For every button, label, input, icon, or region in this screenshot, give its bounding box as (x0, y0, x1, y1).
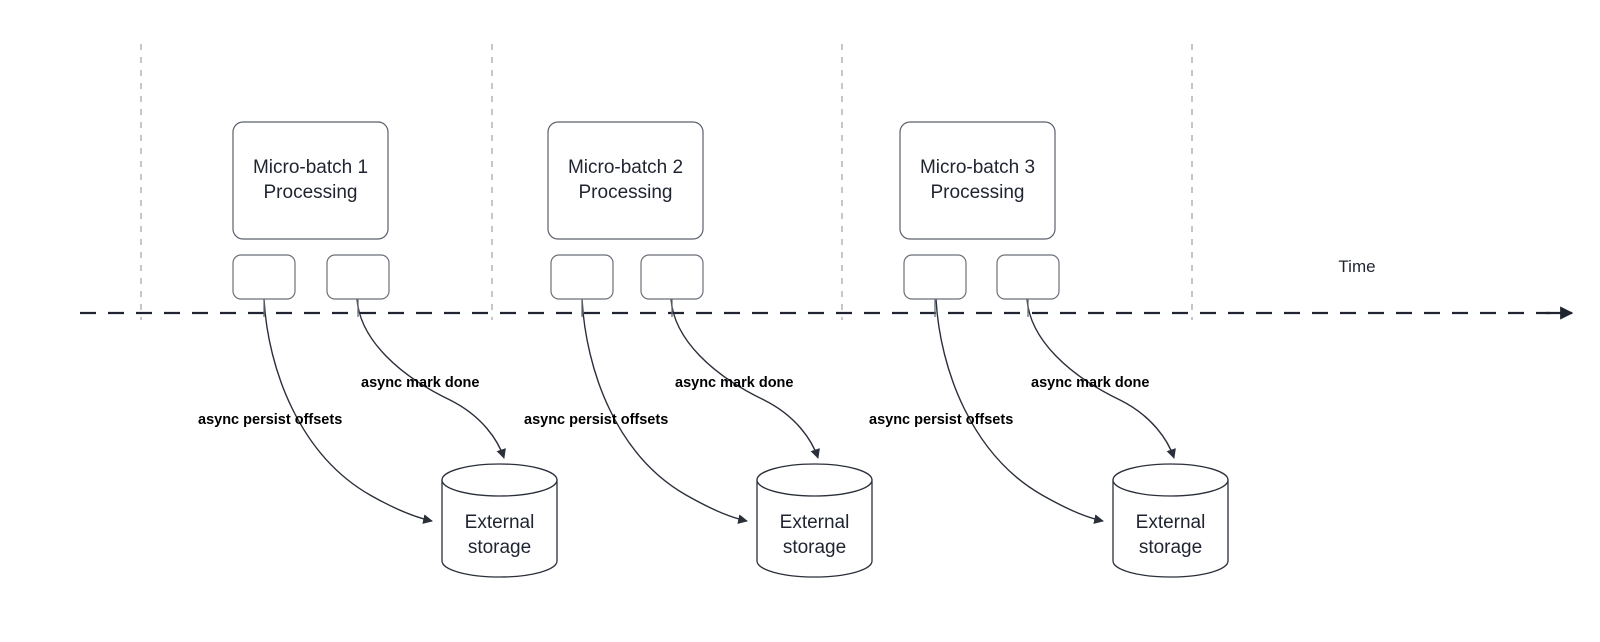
group-2-async-mark-done-label: async mark done (675, 375, 793, 391)
group-3-external-storage-cylinder-top (1112, 463, 1229, 497)
group-1-mini-box-left[interactable] (232, 254, 296, 300)
group-3-async-mark-done-label: async mark done (1031, 375, 1149, 391)
time-axis: Time (80, 257, 1574, 320)
group-2-mini-box-right[interactable] (640, 254, 704, 300)
group-3-external-storage-line2: storage (1139, 537, 1202, 558)
group-1-processing-box-line2: Processing (264, 182, 358, 203)
group-1-async-persist-offsets-arrow (263, 298, 433, 524)
group-1-external-storage-line1: External (465, 512, 535, 533)
group-1-processing-box-line1: Micro-batch 1 (253, 157, 368, 178)
group-1-external-storage-cylinder-top (441, 463, 558, 497)
group-3-external-storage-line1: External (1136, 512, 1206, 533)
group-2-processing-box[interactable] (547, 121, 704, 240)
group-1-async-mark-done-label: async mark done (361, 375, 479, 391)
time-axis-label: Time (1338, 257, 1375, 276)
group-2-external-storage-cylinder[interactable] (756, 479, 873, 578)
group-3-mini-box-right[interactable] (996, 254, 1060, 300)
group-3-external-storage-cylinder[interactable] (1112, 479, 1229, 578)
group-3-processing-box-line2: Processing (931, 182, 1025, 203)
group-2-async-persist-offsets-arrow (581, 298, 748, 524)
group-1-async-mark-done-arrow (356, 298, 506, 459)
group-3-async-persist-offsets-arrow (935, 298, 1104, 524)
group-1-external-storage-cylinder[interactable] (441, 479, 558, 578)
group-2-external-storage-cylinder-top (756, 463, 873, 497)
group-3-async-persist-offsets-label: async persist offsets (869, 412, 1013, 428)
group-2-processing-box-line1: Micro-batch 2 (568, 157, 683, 178)
group-2-external-storage-line2: storage (783, 537, 846, 558)
group-3-async-mark-done-arrow (1026, 298, 1176, 459)
group-2-processing-box-line2: Processing (579, 182, 673, 203)
group-2-mini-box-left[interactable] (550, 254, 614, 300)
group-1-mini-box-right[interactable] (326, 254, 390, 300)
group-2-async-mark-done-arrow (670, 298, 820, 459)
group-1-external-storage-line2: storage (468, 537, 531, 558)
group-3-processing-box-line1: Micro-batch 3 (920, 157, 1035, 178)
group-2-external-storage-line1: External (780, 512, 850, 533)
group-2-async-persist-offsets-label: async persist offsets (524, 412, 668, 428)
group-3-mini-box-left[interactable] (903, 254, 967, 300)
group-1-async-persist-offsets-label: async persist offsets (198, 412, 342, 428)
group-3-processing-box[interactable] (899, 121, 1056, 240)
group-1-processing-box[interactable] (232, 121, 389, 240)
